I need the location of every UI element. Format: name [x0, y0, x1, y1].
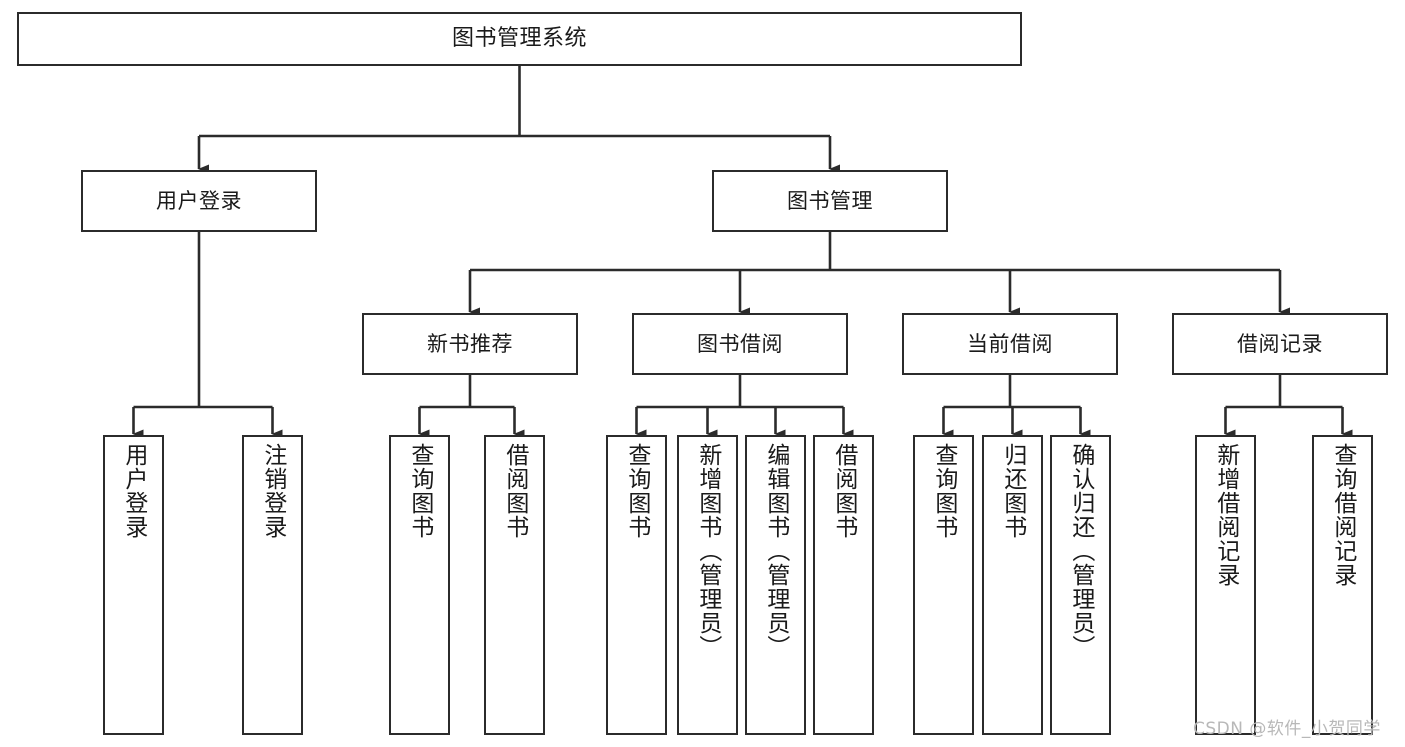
- node-label: 新书推荐: [427, 331, 513, 356]
- node-label: 图书借阅: [697, 331, 783, 356]
- node-label: 用户登录: [120, 443, 147, 539]
- node-box-l3e2: 查询借阅记录: [1312, 435, 1373, 735]
- node-box-l3e1: 新增借阅记录: [1195, 435, 1256, 735]
- node-box-l3d1: 查询图书: [913, 435, 974, 735]
- node-box-l3b2: 借阅图书: [484, 435, 545, 735]
- node-label: 借阅记录: [1237, 331, 1323, 356]
- node-box-l3c4: 借阅图书: [813, 435, 874, 735]
- node-label: 借阅图书: [501, 443, 528, 539]
- node-label: 注销登录: [259, 443, 286, 539]
- node-label: 新增图书（管理员）: [694, 443, 721, 659]
- node-label: 查询图书: [406, 443, 433, 539]
- node-label: 当前借阅: [967, 331, 1053, 356]
- csdn-watermark: CSDN @软件_小贺同学: [1193, 719, 1381, 739]
- node-label: 查询图书: [623, 443, 650, 539]
- node-box-l3c3: 编辑图书（管理员）: [745, 435, 806, 735]
- edge-paths: [132, 66, 1353, 439]
- node-box-l3a2: 注销登录: [242, 435, 303, 735]
- node-box-l2a: 新书推荐: [362, 313, 578, 375]
- node-box-l2b: 图书借阅: [632, 313, 848, 375]
- node-label: 编辑图书（管理员）: [762, 443, 789, 659]
- node-label: 新增借阅记录: [1212, 443, 1239, 587]
- node-box-root: 图书管理系统: [17, 12, 1022, 66]
- node-box-l2d: 借阅记录: [1172, 313, 1388, 375]
- node-label: 图书管理系统: [451, 26, 587, 52]
- node-box-l3c1: 查询图书: [606, 435, 667, 735]
- node-label: 查询借阅记录: [1329, 443, 1356, 587]
- node-label: 归还图书: [999, 443, 1026, 539]
- node-label: 借阅图书: [830, 443, 857, 539]
- node-label: 查询图书: [930, 443, 957, 539]
- node-box-l3d3: 确认归还（管理员）: [1050, 435, 1111, 735]
- node-box-l3d2: 归还图书: [982, 435, 1043, 735]
- node-box-l1a: 用户登录: [81, 170, 317, 232]
- node-label: 图书管理: [787, 188, 873, 213]
- node-box-l3b1: 查询图书: [389, 435, 450, 735]
- node-box-l2c: 当前借阅: [902, 313, 1118, 375]
- node-label: 确认归还（管理员）: [1067, 443, 1094, 659]
- node-box-l3a1: 用户登录: [103, 435, 164, 735]
- node-box-l3c2: 新增图书（管理员）: [677, 435, 738, 735]
- node-box-l1b: 图书管理: [712, 170, 948, 232]
- node-label: 用户登录: [156, 188, 242, 213]
